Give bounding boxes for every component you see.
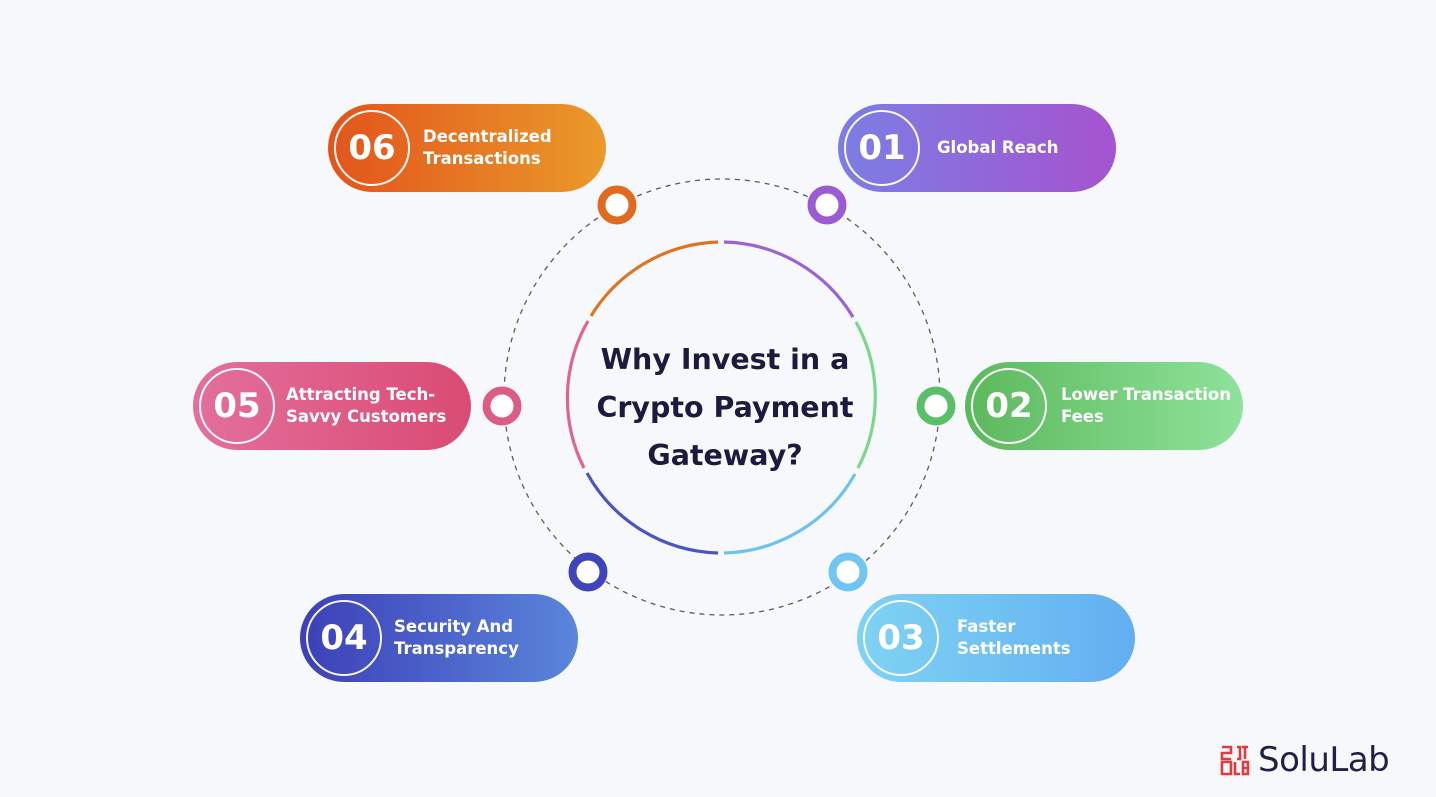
item-01-label: Global Reach xyxy=(937,138,1059,157)
item-04-pill: 04 Security And Transparency xyxy=(300,594,578,682)
item-05-pill: 05 Attracting Tech- Savvy Customers xyxy=(193,362,471,450)
item-06-pill: 06 Decentralized Transactions xyxy=(328,104,606,192)
solulab-logo-text: SoluLab xyxy=(1258,740,1390,780)
item-02-pill: 02 Lower Transaction Fees xyxy=(965,362,1243,450)
item-06-label: Decentralized Transactions xyxy=(423,127,552,168)
center-title: Why Invest in a Crypto Payment Gateway? xyxy=(596,343,854,472)
node-ring-06 xyxy=(597,185,637,225)
item-03-pill: 03 Faster Settlements xyxy=(857,594,1135,682)
solulab-logo-icon xyxy=(1220,745,1250,776)
node-ring-04 xyxy=(568,552,608,592)
item-03-number: 03 xyxy=(863,600,939,676)
arc-03 xyxy=(723,473,857,555)
item-04-number: 04 xyxy=(306,600,382,676)
arc-05 xyxy=(565,320,590,469)
node-ring-03 xyxy=(828,552,868,592)
item-01-number: 01 xyxy=(844,110,920,186)
arc-04 xyxy=(585,472,719,555)
item-06-number: 06 xyxy=(334,110,410,186)
item-03-label: Faster Settlements xyxy=(957,617,1071,658)
item-04-label: Security And Transparency xyxy=(394,617,519,658)
item-02-label: Lower Transaction Fees xyxy=(1061,385,1231,426)
solulab-logo: SoluLab xyxy=(1220,738,1390,782)
node-ring-05 xyxy=(482,386,522,426)
item-01-pill: 01 Global Reach xyxy=(838,104,1116,192)
arc-02 xyxy=(854,321,877,469)
item-02-number: 02 xyxy=(971,368,1047,444)
item-05-label: Attracting Tech- Savvy Customers xyxy=(286,385,447,426)
item-05-number: 05 xyxy=(199,368,275,444)
inner-arc-ring xyxy=(565,240,877,555)
node-ring-02 xyxy=(916,386,956,426)
arc-01 xyxy=(723,240,855,318)
arc-06 xyxy=(589,240,719,317)
node-ring-01 xyxy=(807,185,847,225)
